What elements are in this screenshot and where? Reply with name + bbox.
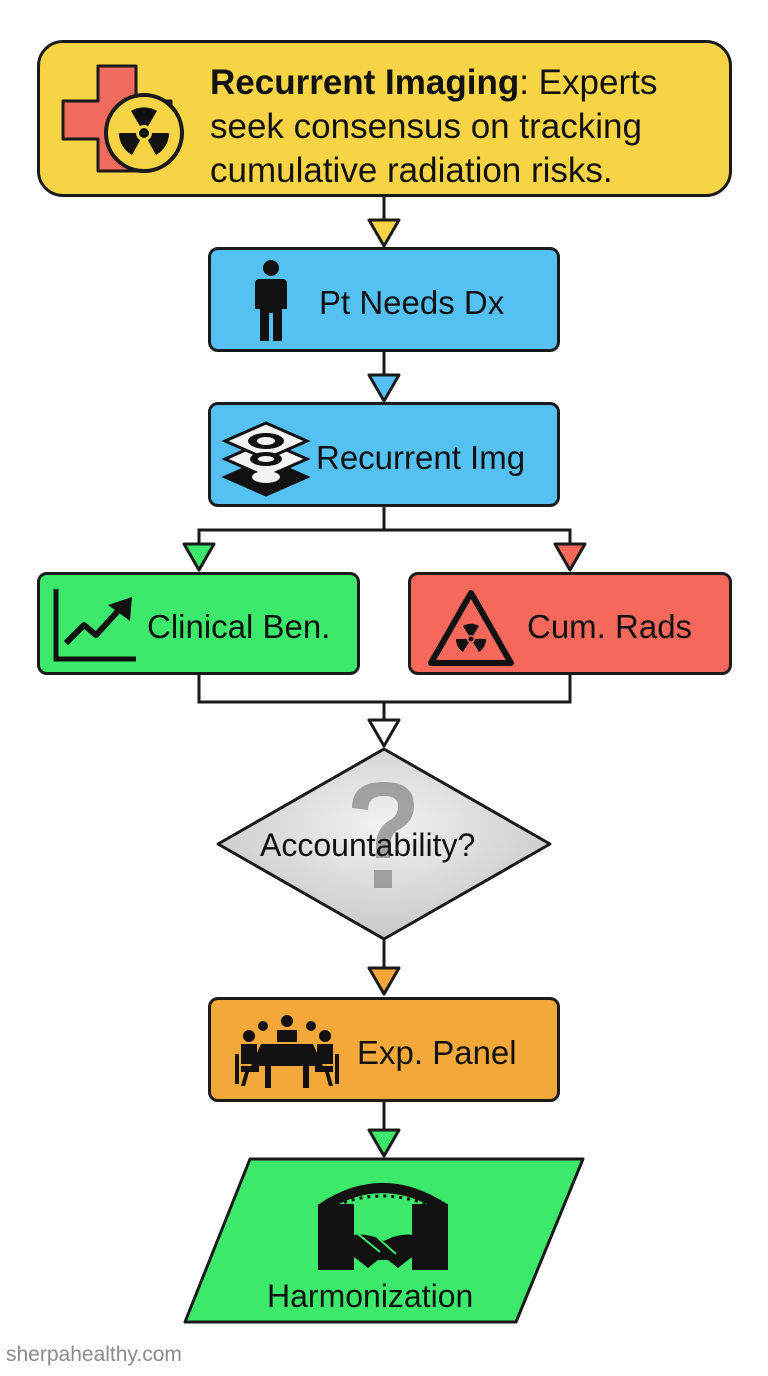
arrowhead-green-left	[182, 542, 216, 572]
arrowhead-white	[367, 718, 401, 748]
node-patient: Pt Needs Dx	[208, 247, 560, 352]
benefit-label: Clinical Ben.	[147, 608, 331, 645]
question-mark-icon	[352, 782, 414, 888]
node-imaging: Recurrent Img	[208, 402, 560, 507]
node-panel: Exp. Panel	[208, 997, 560, 1102]
connector-imaging-to-radiation	[384, 528, 572, 544]
arrowhead-blue	[367, 373, 401, 403]
arrowhead-red	[553, 542, 587, 572]
imaging-label: Recurrent Img	[316, 439, 526, 476]
arrowhead-orange	[367, 966, 401, 996]
connector-merge	[197, 675, 572, 704]
panel-label: Exp. Panel	[357, 1034, 517, 1071]
arrowhead-yellow	[367, 218, 401, 248]
trend-up-icon	[53, 589, 136, 662]
watermark: sherpahealthy.com	[6, 1343, 182, 1366]
node-harmonization	[183, 1157, 585, 1324]
decision-label: Accountability?	[260, 827, 476, 863]
scan-slices-icon	[221, 421, 311, 497]
meeting-table-icon	[235, 1015, 339, 1088]
handshake-bridge-icon	[318, 1183, 448, 1270]
decision-diamond	[216, 747, 552, 941]
header-title: Recurrent Imaging: Experts seek consensu…	[210, 61, 720, 193]
radiation-warning-icon	[428, 590, 514, 666]
radiation-label: Cum. Rads	[527, 608, 693, 645]
person-icon	[255, 260, 287, 341]
harmonization-label: Harmonization	[267, 1278, 474, 1314]
patient-label: Pt Needs Dx	[319, 284, 505, 321]
node-benefit: Clinical Ben.	[37, 572, 360, 675]
header-title-bold: Recurrent Imaging	[210, 63, 520, 102]
node-radiation: Cum. Rads	[408, 572, 732, 675]
header-box: Recurrent Imaging: Experts seek consensu…	[37, 40, 732, 197]
header-title-rest: : Experts seek consensus on tracking cum…	[210, 63, 658, 190]
arrowhead-green-bottom	[367, 1128, 401, 1158]
connector-imaging-to-benefit	[197, 507, 386, 544]
medical-cross-radiation-icon	[61, 64, 184, 173]
